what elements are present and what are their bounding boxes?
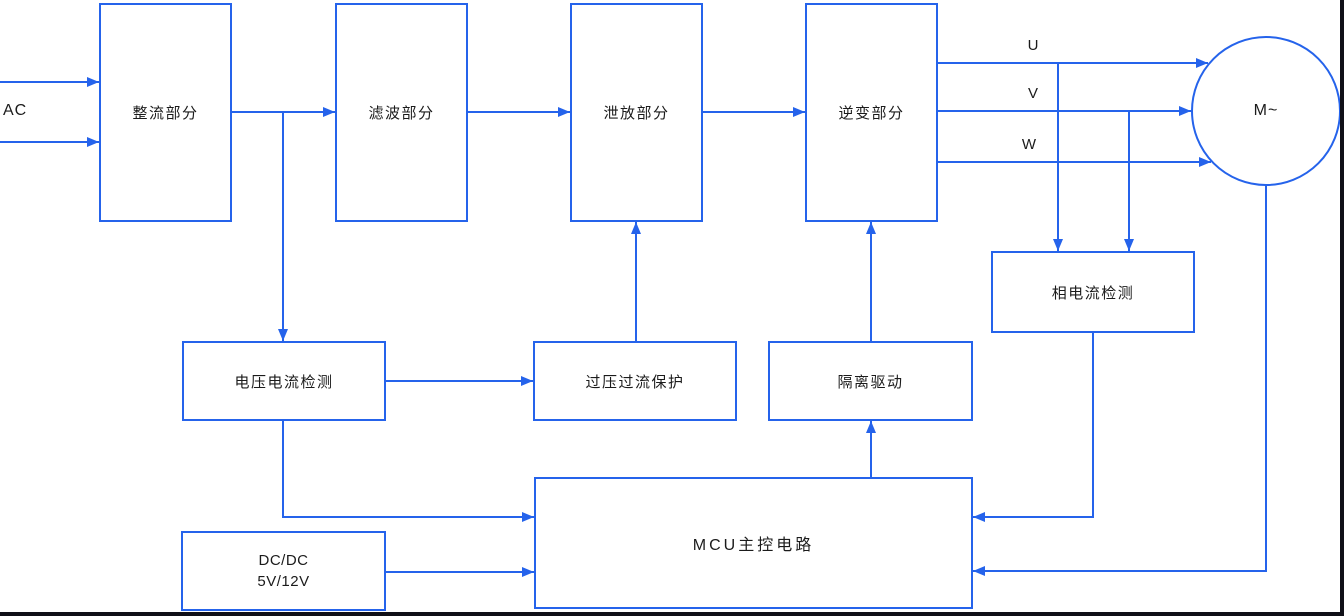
right-border-bar [1340, 0, 1344, 616]
node-dcdc-supply: DC/DC 5V/12V [181, 531, 386, 611]
connector-voltage-detect-mcu [282, 421, 534, 522]
connector-motor-mcu [973, 185, 1267, 576]
node-dcdc-line2: 5V/12V [257, 573, 310, 590]
phase-label-v: V [1027, 85, 1038, 102]
node-phase-current-detection: 相电流检测 [991, 251, 1195, 333]
node-overvoltage-overcurrent-protection-label: 过压过流保护 [585, 373, 685, 391]
connector-phase-detect-mcu [973, 333, 1094, 522]
node-mcu-main-control: MCU主控电路 [534, 477, 973, 609]
node-discharge-label: 泄放部分 [603, 105, 670, 122]
node-rectifier: 整流部分 [99, 3, 232, 222]
node-overvoltage-overcurrent-protection: 过压过流保护 [533, 341, 737, 421]
node-voltage-current-detection: 电压电流检测 [182, 341, 386, 421]
node-voltage-current-detection-label: 电压电流检测 [234, 373, 334, 391]
node-phase-current-detection-label: 相电流检测 [1051, 284, 1135, 302]
node-rectifier-label: 整流部分 [132, 105, 199, 122]
node-filter: 滤波部分 [335, 3, 468, 222]
bottom-border-bar [0, 612, 1344, 616]
node-mcu-main-control-label: MCU主控电路 [692, 537, 815, 554]
node-discharge: 泄放部分 [570, 3, 703, 222]
phase-label-u: U [1027, 37, 1039, 54]
node-inverter-label: 逆变部分 [838, 105, 905, 122]
node-inverter: 逆变部分 [805, 3, 938, 222]
phase-label-w: W [1021, 136, 1037, 153]
ac-input-label: AC [3, 102, 28, 119]
motor-label: M~ [1253, 102, 1279, 119]
node-isolated-drive-label: 隔离驱动 [837, 373, 904, 391]
node-isolated-drive: 隔离驱动 [768, 341, 973, 421]
node-filter-label: 滤波部分 [368, 105, 435, 122]
node-dcdc-line1: DC/DC [258, 552, 309, 569]
